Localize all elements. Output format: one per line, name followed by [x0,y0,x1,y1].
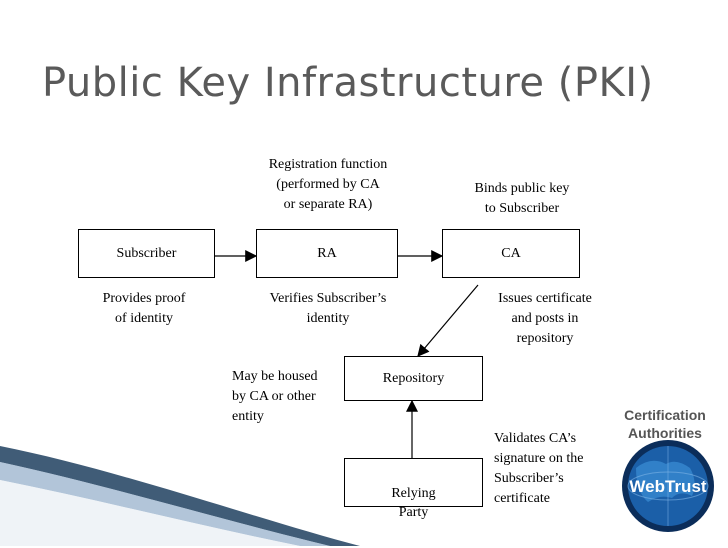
logo-line1: Certification [624,407,706,423]
ca-label: CA [501,246,521,261]
ra-box: RA [256,229,398,278]
subscriber-label: Subscriber [116,246,177,261]
webtrust-logo: Certification Authorities WebTrust [606,398,724,544]
ra-label: RA [317,246,337,261]
repository-label: Repository [382,371,445,386]
webtrust-globe-icon: Certification Authorities WebTrust [622,407,714,532]
logo-brand: WebTrust [629,477,706,496]
subscriber-box: Subscriber [78,229,215,278]
registration-function-label: Registration function (performed by CA o… [268,157,388,212]
validates-signature-label: Validates CA’s signature on the Subscrib… [494,431,584,506]
may-be-housed-label: May be housed by CA or other entity [232,369,318,424]
binds-public-key-label: Binds public key to Subscriber [474,181,570,216]
page-title: Public Key Infrastructure (PKI) [42,60,654,106]
ca-box: CA [442,229,580,278]
arrow-ca-to-repository [417,284,479,357]
verifies-subscriber-label: Verifies Subscriber’s identity [269,291,387,326]
logo-line2: Authorities [628,425,702,441]
issues-certificate-label: Issues certificate and posts in reposito… [498,291,592,346]
repository-box: Repository [344,356,483,401]
relying-party-label: Relying Party [391,486,436,520]
relying-party-box: Relying Party [344,458,483,520]
provides-proof-label: Provides proof of identity [102,291,186,326]
